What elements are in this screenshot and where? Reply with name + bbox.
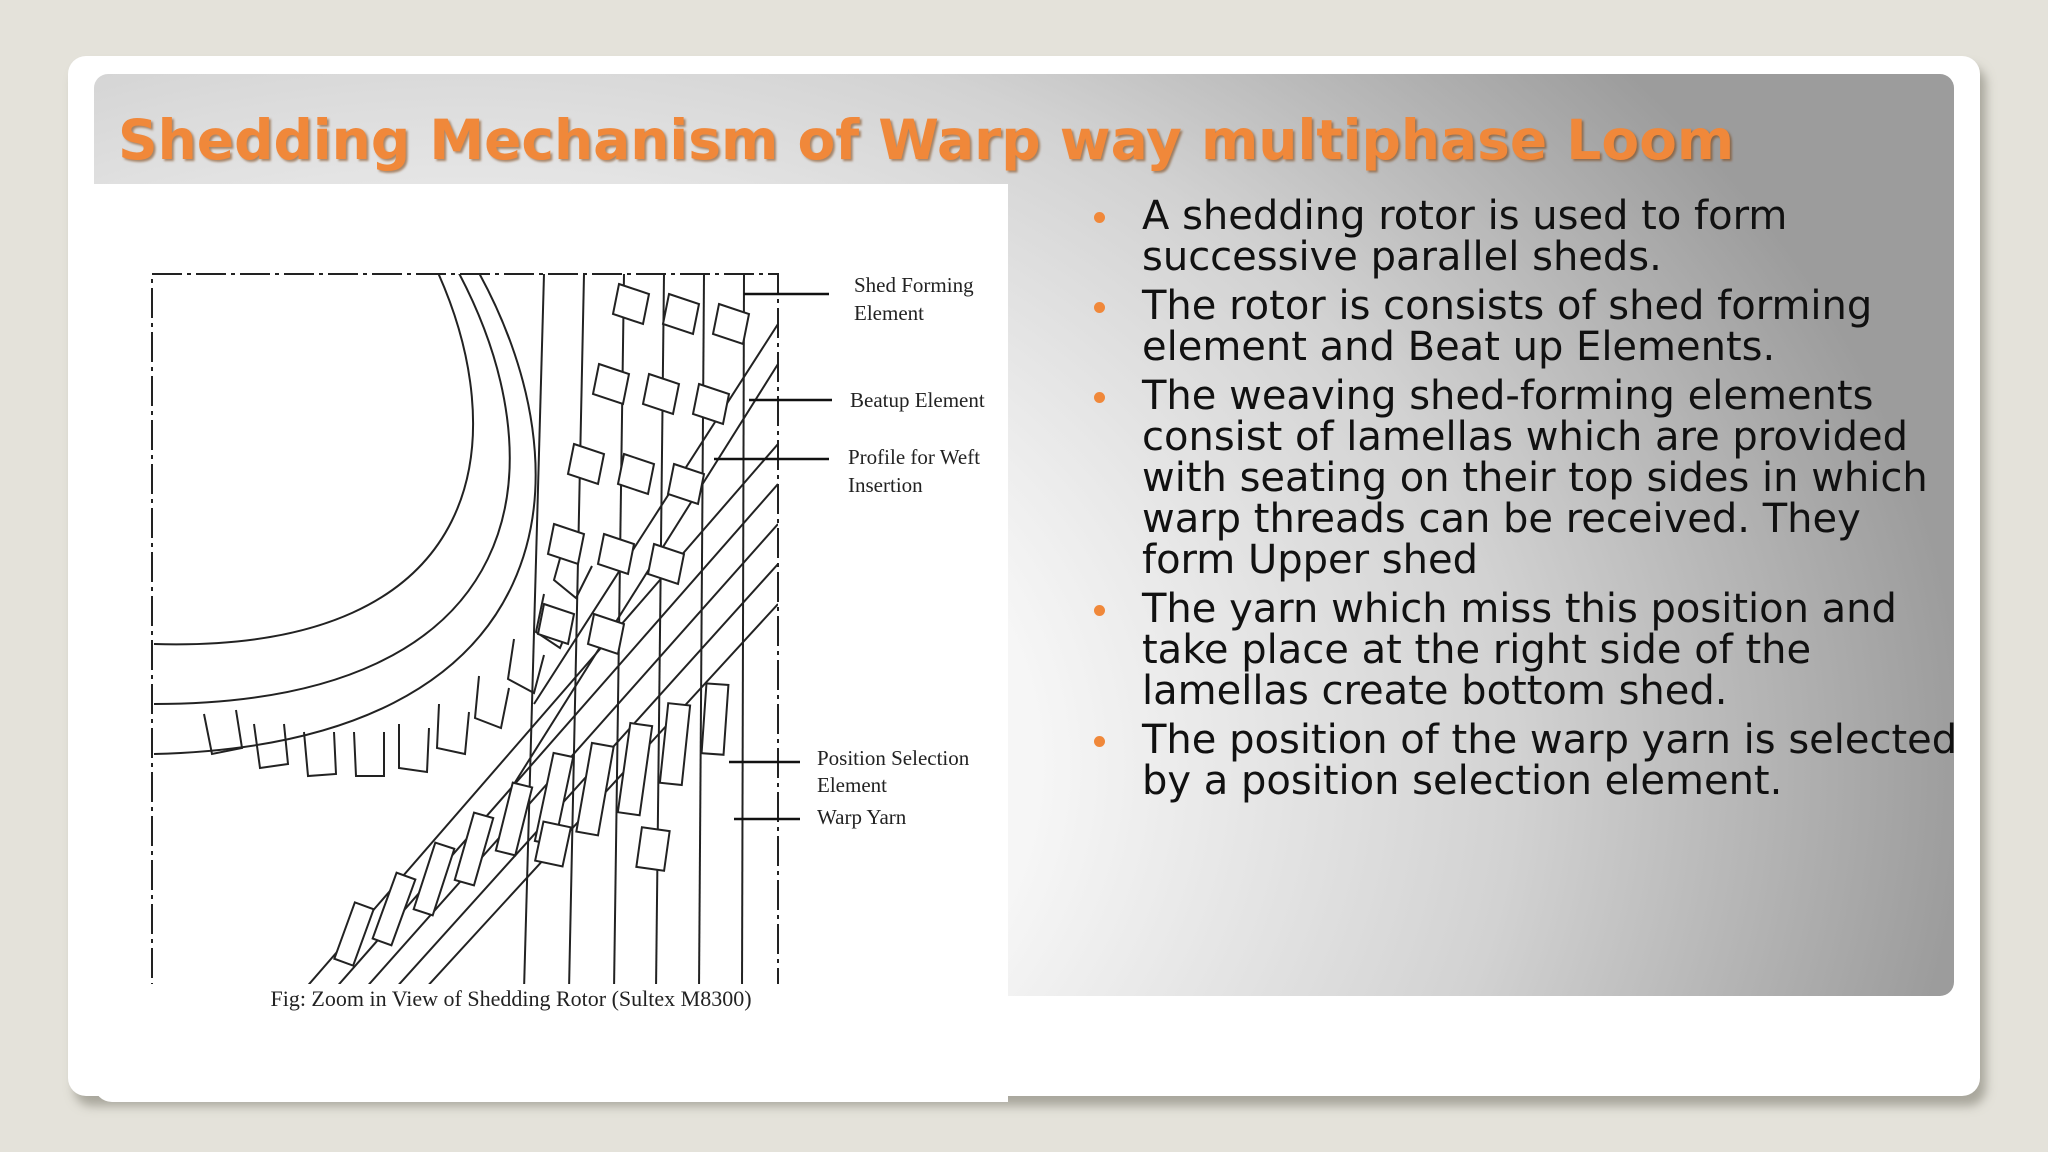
position-selection-elements	[333, 682, 730, 967]
leader-lines	[714, 292, 832, 821]
label-warp-yarn: Warp Yarn	[817, 805, 907, 829]
label-shed-forming: Shed Forming	[854, 273, 974, 297]
label-position-selection-element: Element	[817, 773, 887, 797]
bullet-text: The position of the warp yarn is selecte…	[1142, 717, 1958, 804]
slide-title: Shedding Mechanism of Warp way multiphas…	[118, 108, 1735, 172]
label-profile-weft: Profile for Weft	[848, 445, 980, 469]
bullet-dot-icon	[1094, 302, 1105, 313]
slide: Shedding Mechanism of Warp way multiphas…	[68, 56, 1980, 1102]
bullet-item: The yarn which miss this position and ta…	[1078, 589, 1958, 712]
bullet-item: The rotor is consists of shed forming el…	[1078, 286, 1958, 368]
bullet-text: The weaving shed-forming elements consis…	[1142, 373, 1928, 583]
label-shed-forming-element: Element	[854, 301, 924, 325]
figure-panel: Shed Forming Element Beatup Element Prof…	[94, 184, 1008, 1102]
bullet-item: The weaving shed-forming elements consis…	[1078, 376, 1958, 581]
bullet-text: The yarn which miss this position and ta…	[1142, 586, 1897, 714]
bullet-text: The rotor is consists of shed forming el…	[1142, 283, 1873, 370]
bullet-dot-icon	[1094, 392, 1105, 403]
bullet-list: A shedding rotor is used to form success…	[1078, 196, 1958, 810]
rotor-teeth	[203, 543, 593, 778]
bullet-dot-icon	[1094, 736, 1105, 747]
lamella-elements	[536, 282, 751, 656]
bullet-dot-icon	[1094, 605, 1105, 616]
bullet-item: A shedding rotor is used to form success…	[1078, 196, 1958, 278]
bullet-dot-icon	[1094, 212, 1105, 223]
label-beatup-element: Beatup Element	[850, 388, 985, 412]
rotor-rim-arc	[153, 274, 537, 755]
rotor-outer-arc	[153, 274, 511, 705]
label-position-selection: Position Selection	[817, 746, 970, 770]
diagonal-warp-yarns	[303, 323, 778, 990]
bullet-text: A shedding rotor is used to form success…	[1142, 193, 1788, 280]
figure-caption: Fig: Zoom in View of Shedding Rotor (Sul…	[270, 986, 752, 1011]
rotor-inner-arc	[153, 274, 474, 646]
label-profile-insertion: Insertion	[848, 473, 923, 497]
bullet-item: The position of the warp yarn is selecte…	[1078, 720, 1958, 802]
shedding-rotor-diagram: Shed Forming Element Beatup Element Prof…	[151, 273, 985, 991]
